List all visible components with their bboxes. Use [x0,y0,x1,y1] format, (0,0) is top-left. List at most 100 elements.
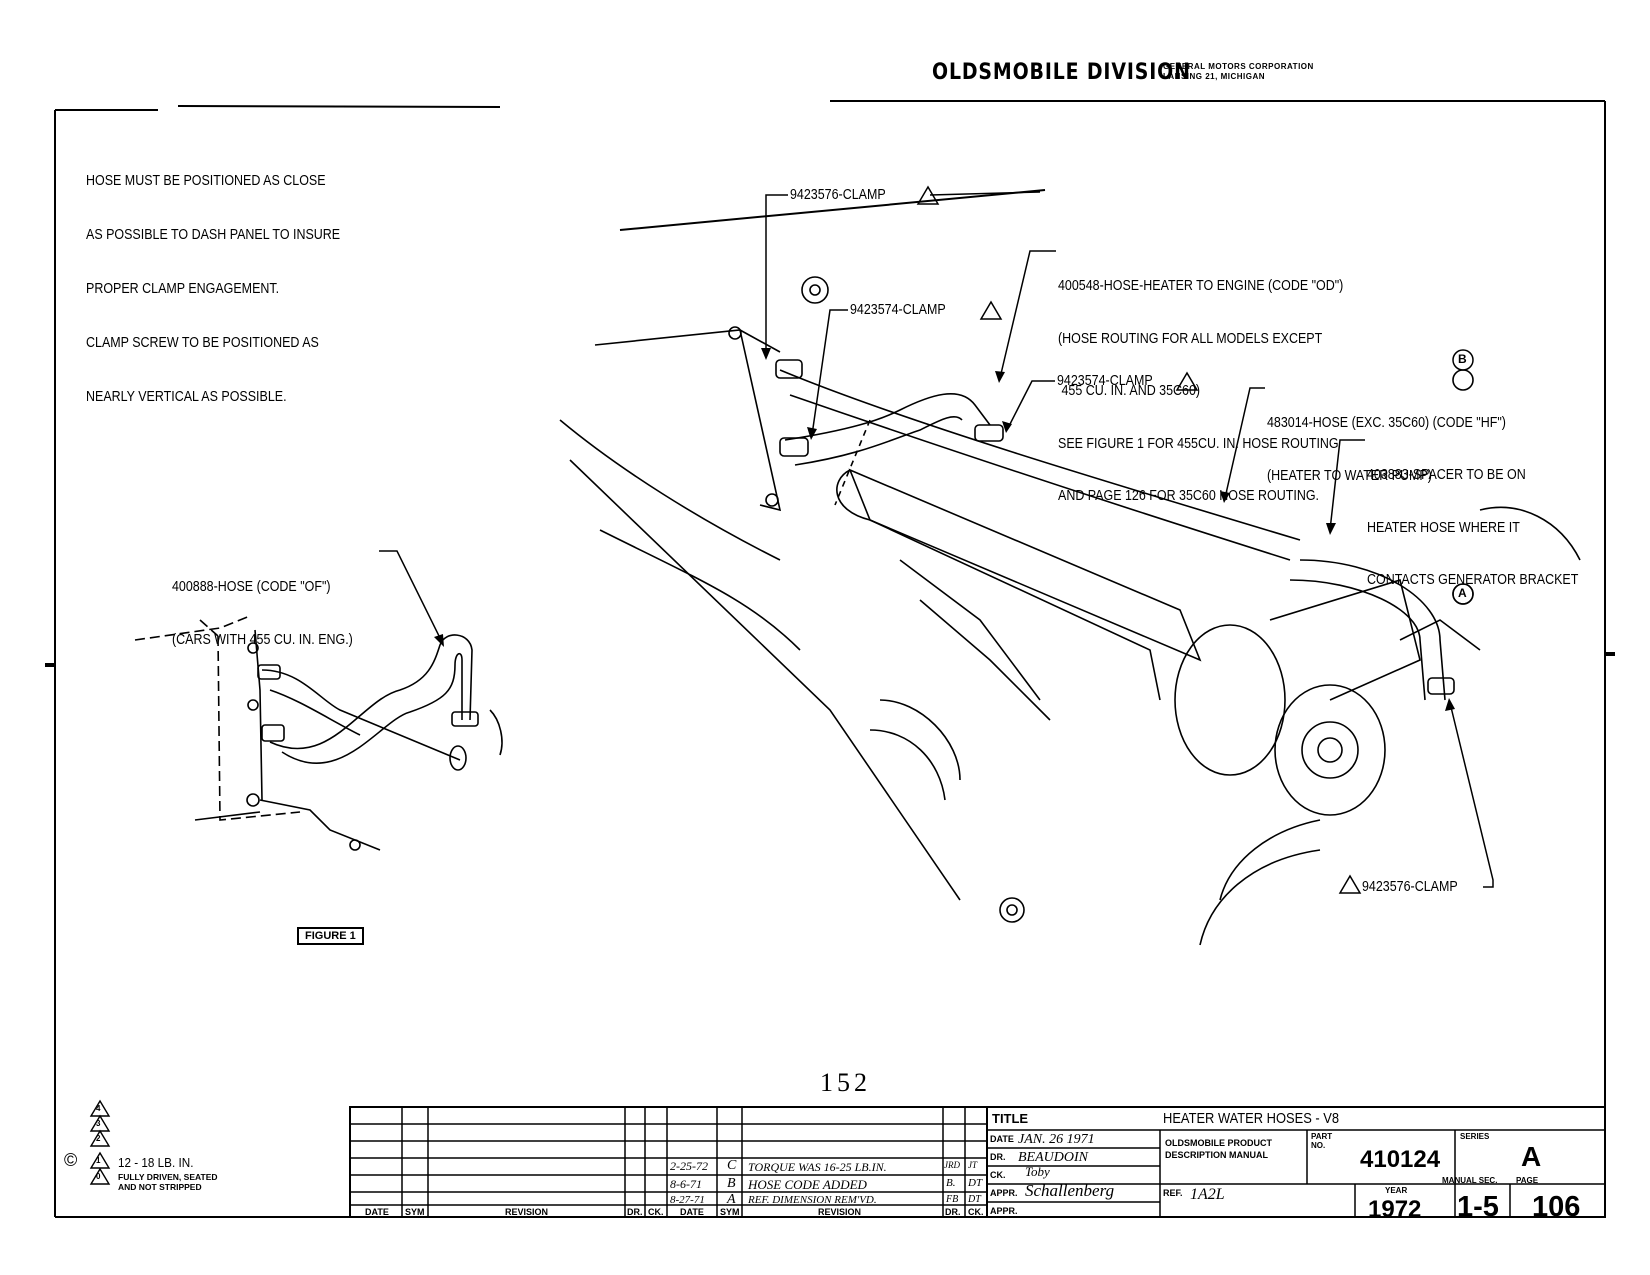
rev-header-revision: REVISION [505,1207,549,1217]
callout-line: AND PAGE 126 FOR 35C60 HOSE ROUTING. [1058,488,1320,504]
title-block-grid [349,1106,1606,1218]
engine-illustration [559,189,1581,946]
callout-spacer: 403883-SPACER TO BE ON HEATER HOSE WHERE… [1367,432,1578,607]
checked-by-label: CK. [990,1170,1006,1180]
date-label: DATE [990,1134,1014,1144]
rev-entry-text: HOSE CODE ADDED [748,1177,867,1192]
rev-entry-sym: A [727,1192,736,1207]
callout-clamp-top: 9423576-CLAMP [790,187,886,203]
rev-entry-ck: JT [968,1160,977,1170]
callout-line: SEE FIGURE 1 FOR 455CU. IN. HOSE ROUTING [1058,435,1339,452]
ref-value: 1A2L [1190,1186,1225,1203]
rev-entry-dr: FB [946,1194,959,1205]
drawing-date: JAN. 26 1971 [1018,1132,1095,1147]
callout-line: HEATER HOSE WHERE IT [1367,519,1520,536]
manual-line: DESCRIPTION MANUAL [1165,1150,1268,1160]
triangle-flags [916,185,1362,894]
rev-entry-sym: B [727,1176,736,1191]
figure-label: FIGURE 1 [297,927,364,945]
legend-symbol: 4 [96,1104,101,1113]
legend-symbol: 1 [96,1156,101,1165]
manual-name: OLDSMOBILE PRODUCT DESCRIPTION MANUAL [1165,1137,1272,1161]
part-number: 410124 [1360,1146,1441,1173]
general-notes: HOSE MUST BE POSITIONED AS CLOSE AS POSS… [86,136,340,424]
manual-sec-value: 1-5 [1457,1191,1499,1223]
manual-sec-label: MANUAL SEC. [1442,1176,1498,1185]
callout-hose-hf: 483014-HOSE (EXC. 35C60) (CODE "HF") (HE… [1267,380,1506,503]
view-b-label: B [1458,352,1467,366]
legend-symbol: 2 [96,1134,101,1143]
series-label: SERIES [1460,1132,1490,1141]
rev-entry-text: REF. DIMENSION REM'VD. [748,1194,877,1206]
legend-line: FULLY DRIVEN, SEATED [118,1172,218,1182]
part-no-label: PART NO. [1311,1132,1333,1150]
rev-entry-ck: DT [968,1194,981,1205]
view-markers [1452,349,1474,605]
drawn-by: BEAUDOIN [1018,1150,1088,1165]
note-line: AS POSSIBLE TO DASH PANEL TO INSURE [86,227,341,243]
drawing-title: HEATER WATER HOSES - V8 [1163,1110,1340,1127]
title-label: TITLE [992,1111,1029,1126]
figure-1-illustration [134,615,503,851]
manual-line: OLDSMOBILE PRODUCT [1165,1138,1272,1148]
rev-header-date-2: DATE [680,1207,704,1217]
page-label: PAGE [1516,1176,1539,1185]
copyright-symbol: © [64,1150,78,1170]
rev-entry-dr: B. [946,1177,956,1189]
callout-clamp-mid: 9423574-CLAMP [850,302,946,318]
approved-by-label-2: APPR. [990,1206,1018,1216]
year-value: 1972 [1368,1196,1422,1223]
callout-line: (CARS WITH 455 CU. IN. ENG.) [172,631,353,648]
rev-entry-ck: DT [968,1177,983,1189]
rev-entry-date: 8-27-71 [670,1194,705,1206]
division-title: OLDSMOBILE DIVISION [932,60,1191,85]
rev-entry-date: 8-6-71 [670,1177,702,1191]
rev-entry-text: TORQUE WAS 16-25 LB.IN. [748,1160,887,1174]
series-value: A [1521,1141,1542,1172]
center-page-number: 152 [820,1068,871,1097]
ref-label: REF. [1163,1188,1183,1198]
rev-entry-dr: JRD [944,1160,960,1170]
note-line: CLAMP SCREW TO BE POSITIONED AS [86,335,319,351]
note-line: NEARLY VERTICAL AS POSSIBLE. [86,389,287,405]
arrowheads [434,348,1455,711]
rev-header-ck: CK. [648,1207,664,1217]
note-line: HOSE MUST BE POSITIONED AS CLOSE [86,173,326,189]
legend-fully-driven: FULLY DRIVEN, SEATED AND NOT STRIPPED [118,1172,218,1192]
legend-torque: 12 - 18 LB. IN. [118,1155,194,1170]
callout-hose-od: 400548-HOSE-HEATER TO ENGINE (CODE "OD")… [1058,243,1343,523]
callout-line: CONTACTS GENERATOR BRACKET [1367,572,1579,588]
leader-lines [379,191,1494,888]
rev-header-ck-2: CK. [968,1207,984,1217]
corporation-address: GENERAL MOTORS CORPORATION LANSING 21, M… [1163,62,1314,82]
callout-line: 403883-SPACER TO BE ON [1367,467,1526,483]
callout-line: 483014-HOSE (EXC. 35C60) (CODE "HF") [1267,415,1506,431]
rev-header-sym-2: SYM [720,1207,740,1217]
rev-header-date: DATE [365,1207,389,1217]
corp-line-1: GENERAL MOTORS CORPORATION [1163,62,1314,71]
legend-triangles [89,1099,111,1185]
approved-by-signature: Schallenberg [1025,1181,1115,1200]
callout-line: (HEATER TO WATER PUMP) [1267,467,1432,484]
rev-entry-sym: C [727,1158,737,1173]
year-label: YEAR [1385,1186,1408,1195]
checked-by-signature: Toby [1025,1164,1050,1179]
callout-line: 400888-HOSE (CODE "OF") [172,579,331,595]
approved-by-label: APPR. [990,1188,1018,1198]
rev-header-dr: DR. [627,1207,643,1217]
page-border [45,100,1615,1218]
page-value: 106 [1532,1191,1581,1223]
rev-header-sym: SYM [405,1207,425,1217]
legend-line: AND NOT STRIPPED [118,1182,202,1192]
callout-line: 400548-HOSE-HEATER TO ENGINE (CODE "OD") [1058,278,1344,294]
callout-hose-of: 400888-HOSE (CODE "OF") (CARS WITH 455 C… [172,544,353,667]
rev-entry-date: 2-25-72 [670,1159,708,1173]
callout-clamp-bottom: 9423576-CLAMP [1362,879,1458,895]
rev-header-dr-2: DR. [945,1207,961,1217]
callout-line: 455 CU. IN. AND 35C60) [1058,383,1201,399]
legend-symbol: 3 [96,1119,101,1128]
corp-line-2: LANSING 21, MICHIGAN [1163,72,1266,81]
rev-header-revision-2: REVISION [818,1207,862,1217]
view-a-label: A [1458,586,1467,600]
